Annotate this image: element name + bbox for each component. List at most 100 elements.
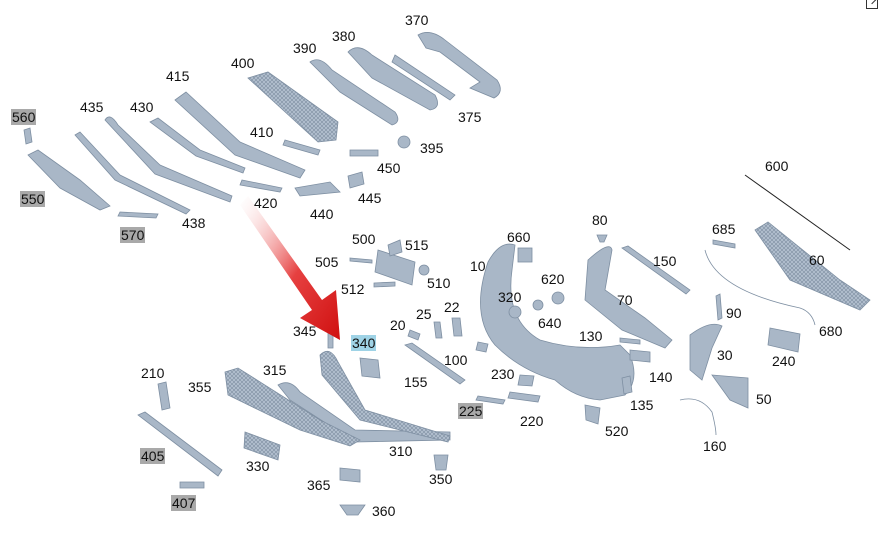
part-90	[715, 293, 723, 321]
part-22	[451, 317, 463, 337]
callout-430[interactable]: 430	[130, 99, 154, 115]
part-135	[621, 375, 633, 395]
part-510	[418, 264, 430, 276]
callout-80[interactable]: 80	[592, 212, 608, 228]
callout-410[interactable]: 410	[250, 124, 274, 140]
callout-10[interactable]: 10	[470, 258, 486, 274]
callout-680[interactable]: 680	[819, 323, 843, 339]
callout-230[interactable]: 230	[491, 366, 515, 382]
callout-515[interactable]: 515	[405, 237, 429, 253]
part-445	[347, 171, 365, 189]
callout-150[interactable]: 150	[653, 253, 677, 269]
callout-450[interactable]: 450	[377, 160, 401, 176]
part-375	[391, 54, 456, 101]
callout-365[interactable]: 365	[307, 477, 331, 493]
callout-160[interactable]: 160	[703, 438, 727, 454]
part-515	[387, 239, 403, 257]
callout-550[interactable]: 550	[20, 191, 46, 207]
callout-345[interactable]: 345	[293, 323, 317, 339]
part-225	[475, 395, 506, 405]
callout-370[interactable]: 370	[405, 12, 429, 28]
part-505	[349, 257, 373, 264]
callout-505[interactable]: 505	[315, 254, 339, 270]
part-25	[433, 321, 443, 339]
callout-435[interactable]: 435	[80, 99, 104, 115]
callout-320[interactable]: 320	[498, 289, 522, 305]
part-450	[349, 149, 379, 157]
part-100	[475, 341, 489, 353]
callout-375[interactable]: 375	[458, 109, 482, 125]
callout-70[interactable]: 70	[617, 292, 633, 308]
callout-620[interactable]: 620	[541, 271, 565, 287]
callout-100[interactable]: 100	[444, 352, 468, 368]
callout-440[interactable]: 440	[310, 206, 334, 222]
callout-315[interactable]: 315	[263, 362, 287, 378]
callout-405[interactable]: 405	[140, 448, 166, 464]
callout-570[interactable]: 570	[120, 227, 146, 243]
part-150	[621, 245, 691, 295]
part-350	[433, 454, 449, 471]
callout-500[interactable]: 500	[352, 231, 376, 247]
callout-240[interactable]: 240	[772, 353, 796, 369]
callout-310[interactable]: 310	[389, 443, 413, 459]
callout-225[interactable]: 225	[458, 403, 484, 419]
part-600	[744, 174, 851, 251]
callout-350[interactable]: 350	[429, 471, 453, 487]
part-10	[480, 243, 635, 401]
callout-660[interactable]: 660	[507, 229, 531, 245]
part-70	[584, 246, 673, 349]
callout-22[interactable]: 22	[444, 299, 460, 315]
callout-520[interactable]: 520	[605, 423, 629, 439]
part-438	[74, 131, 191, 215]
callout-420[interactable]: 420	[254, 195, 278, 211]
callout-330[interactable]: 330	[246, 458, 270, 474]
callout-355[interactable]: 355	[188, 379, 212, 395]
callout-512[interactable]: 512	[341, 281, 365, 297]
callout-60[interactable]: 60	[809, 252, 825, 268]
callout-600[interactable]: 600	[765, 158, 789, 174]
part-570	[117, 211, 159, 219]
callout-220[interactable]: 220	[520, 413, 544, 429]
part-660	[517, 247, 533, 263]
callout-155[interactable]: 155	[404, 374, 428, 390]
callout-415[interactable]: 415	[166, 68, 190, 84]
part-640	[532, 299, 544, 311]
callout-50[interactable]: 50	[756, 391, 772, 407]
callout-140[interactable]: 140	[649, 369, 673, 385]
callout-90[interactable]: 90	[726, 305, 742, 321]
callout-445[interactable]: 445	[358, 190, 382, 206]
callout-510[interactable]: 510	[427, 275, 451, 291]
part-405	[137, 411, 223, 477]
callout-30[interactable]: 30	[717, 347, 733, 363]
part-360	[339, 504, 366, 516]
export-icon[interactable]	[866, 0, 878, 9]
callout-395[interactable]: 395	[420, 140, 444, 156]
callout-380[interactable]: 380	[332, 28, 356, 44]
callout-360[interactable]: 360	[372, 503, 396, 519]
part-50	[711, 374, 749, 409]
callout-25[interactable]: 25	[416, 306, 432, 322]
part-320	[508, 305, 522, 319]
callout-438[interactable]: 438	[182, 215, 206, 231]
callout-390[interactable]: 390	[293, 40, 317, 56]
callout-685[interactable]: 685	[712, 221, 736, 237]
part-80	[596, 234, 608, 243]
part-155	[404, 342, 466, 385]
part-440	[294, 181, 341, 197]
callout-135[interactable]: 135	[630, 397, 654, 413]
callout-560[interactable]: 560	[11, 109, 37, 125]
callout-130[interactable]: 130	[579, 328, 603, 344]
callout-340[interactable]: 340	[351, 335, 377, 351]
callout-20[interactable]: 20	[390, 317, 406, 333]
callout-210[interactable]: 210	[141, 365, 165, 381]
pointer-arrow	[240, 196, 340, 340]
callout-407[interactable]: 407	[171, 495, 197, 511]
part-680	[704, 249, 816, 326]
callout-400[interactable]: 400	[231, 55, 255, 71]
callout-640[interactable]: 640	[538, 315, 562, 331]
part-130	[619, 337, 641, 345]
part-560	[23, 127, 33, 145]
part-410	[282, 139, 321, 156]
part-355	[224, 367, 361, 447]
